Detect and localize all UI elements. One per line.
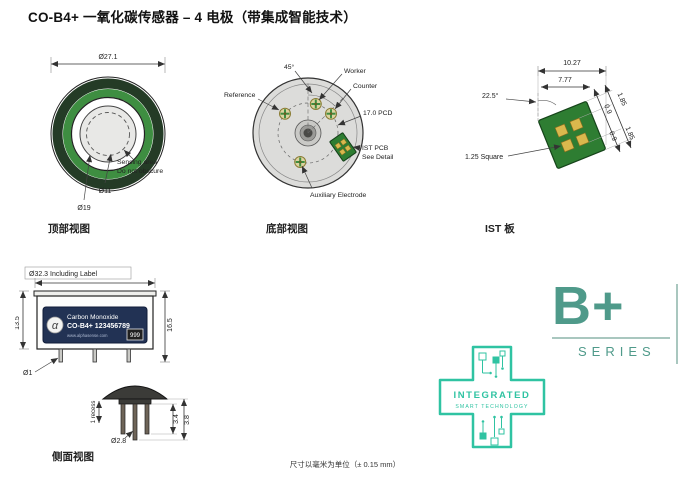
sensing-note-line1: Sensing area <box>117 159 157 166</box>
svg-text:0.9: 0.9 <box>602 104 612 116</box>
side-view-caption: 侧面视图 <box>52 451 94 463</box>
label-auxiliary: Auxiliary Electrode <box>301 165 367 199</box>
dim-sensing-label: Ø11 <box>99 188 112 195</box>
ist-cross-outline <box>438 345 546 449</box>
svg-text:Ø32.3 Including Label: Ø32.3 Including Label <box>29 271 98 278</box>
dim-pin-diameter: Ø1 <box>23 357 59 377</box>
circuit-traces-top <box>478 350 506 378</box>
svg-text:16.5: 16.5 <box>167 318 174 332</box>
label-pcd: 17.0 PCD <box>337 110 393 126</box>
electrode-reference-post <box>279 107 291 120</box>
svg-text:See Detail: See Detail <box>362 154 394 161</box>
ist-logo-line2: SMART TECHNOLOGY <box>455 404 528 410</box>
svg-text:Counter: Counter <box>353 83 378 90</box>
series-text: SERIES <box>578 344 656 360</box>
sensing-note-line2: Do not obscure <box>117 168 163 175</box>
svg-text:Ø1: Ø1 <box>23 370 32 377</box>
label-url: www.alphasense.com <box>67 333 108 338</box>
base-detail-drawing <box>101 385 169 441</box>
label-reference: Reference <box>224 92 280 111</box>
svg-text:Reference: Reference <box>224 92 256 99</box>
label-code: 999 <box>130 333 141 339</box>
alpha-logo: α <box>52 320 59 332</box>
svg-text:22.5°: 22.5° <box>482 92 499 100</box>
electrode-counter-post <box>325 107 337 120</box>
sensing-area-note: Sensing area Do not obscure <box>117 149 163 175</box>
dim-pad-square: 1.25 Square <box>465 144 562 161</box>
electrode-auxiliary-post <box>294 156 307 168</box>
svg-text:1.85: 1.85 <box>623 126 635 141</box>
dim-outer-diameter: Ø27.1 <box>50 54 166 73</box>
ist-logo: INTEGRATED SMART TECHNOLOGY <box>438 345 546 449</box>
dim-recess: 1 recess <box>91 401 102 424</box>
bplus-text: B+ <box>552 276 625 336</box>
dim-angle-22-5: 22.5° <box>482 92 557 121</box>
side-view-drawing: Ø32.3 Including Label α Carbon Monoxide … <box>15 266 191 445</box>
ist-board-caption: IST 板 <box>485 223 515 235</box>
top-view-caption: 顶部视图 <box>48 223 90 235</box>
angle-label: 45° <box>284 63 295 71</box>
circuit-traces-bottom <box>479 415 505 446</box>
label-worker: Worker <box>318 68 367 101</box>
ist-pcb-small <box>329 132 357 162</box>
dim-height-right: 16.5 <box>160 290 174 363</box>
bplus-divider <box>552 336 670 340</box>
svg-text:1.85: 1.85 <box>615 92 627 107</box>
svg-text:0.9: 0.9 <box>607 131 617 143</box>
label-product-line2: CO-B4+ 123456789 <box>67 323 130 330</box>
page-title: CO-B4+ 一氧化碳传感器 – 4 电极（带集成智能技术） <box>28 10 357 25</box>
svg-text:IST PCB: IST PCB <box>362 145 389 152</box>
svg-text:13.5: 13.5 <box>15 316 21 330</box>
dim-sensing-diameter: Ø11 <box>99 153 113 195</box>
dim-base-pin-diameter: Ø2.8 <box>111 430 134 445</box>
label-ist-pcb: IST PCB See Detail <box>352 145 394 161</box>
bplus-series-logo: B+ SERIES <box>552 276 678 364</box>
ist-board-pcb <box>538 101 606 169</box>
svg-text:1 recess: 1 recess <box>91 401 97 424</box>
ist-board-drawing: 10.27 7.77 22.5° 1.25 Square <box>465 60 635 169</box>
dim-inner-diameter: Ø19 <box>77 154 93 212</box>
dim-pin-lengths: 3.4 3.8 <box>139 398 191 441</box>
dim-right-slanted: 1.85 0.9 0.9 1.85 <box>579 84 635 153</box>
sensor-side-body: α Carbon Monoxide CO-B4+ 123456789 www.a… <box>33 290 157 363</box>
ist-logo-line1: INTEGRATED <box>453 390 530 401</box>
dim-inner-label: Ø19 <box>77 205 90 212</box>
svg-text:Ø2.8: Ø2.8 <box>111 438 126 445</box>
dim-outer-label: Ø27.1 <box>98 54 117 61</box>
svg-text:7.77: 7.77 <box>558 77 572 84</box>
electrode-worker-post <box>309 98 322 110</box>
svg-text:3.4: 3.4 <box>173 414 180 424</box>
bottom-view-drawing: 45° <box>224 63 394 199</box>
label-product-line1: Carbon Monoxide <box>67 314 119 321</box>
svg-text:Worker: Worker <box>344 68 367 75</box>
dim-overall-width: Ø32.3 Including Label <box>24 266 156 288</box>
footer-note: 尺寸以毫米为单位（± 0.15 mm） <box>289 460 401 469</box>
svg-text:Auxiliary Electrode: Auxiliary Electrode <box>310 192 367 199</box>
dim-width-7-77: 7.77 <box>541 77 590 90</box>
bottom-view-caption: 底部视图 <box>266 223 308 235</box>
svg-text:3.8: 3.8 <box>184 415 191 425</box>
top-view-drawing: Ø27.1 Sensing area Do not obscure Ø11 Ø1… <box>50 54 166 212</box>
label-counter: Counter <box>334 83 378 110</box>
dim-height-left: 13.5 <box>15 290 29 350</box>
svg-text:17.0 PCD: 17.0 PCD <box>363 110 393 117</box>
svg-text:10.27: 10.27 <box>563 60 581 67</box>
svg-text:1.25 Square: 1.25 Square <box>465 154 503 161</box>
